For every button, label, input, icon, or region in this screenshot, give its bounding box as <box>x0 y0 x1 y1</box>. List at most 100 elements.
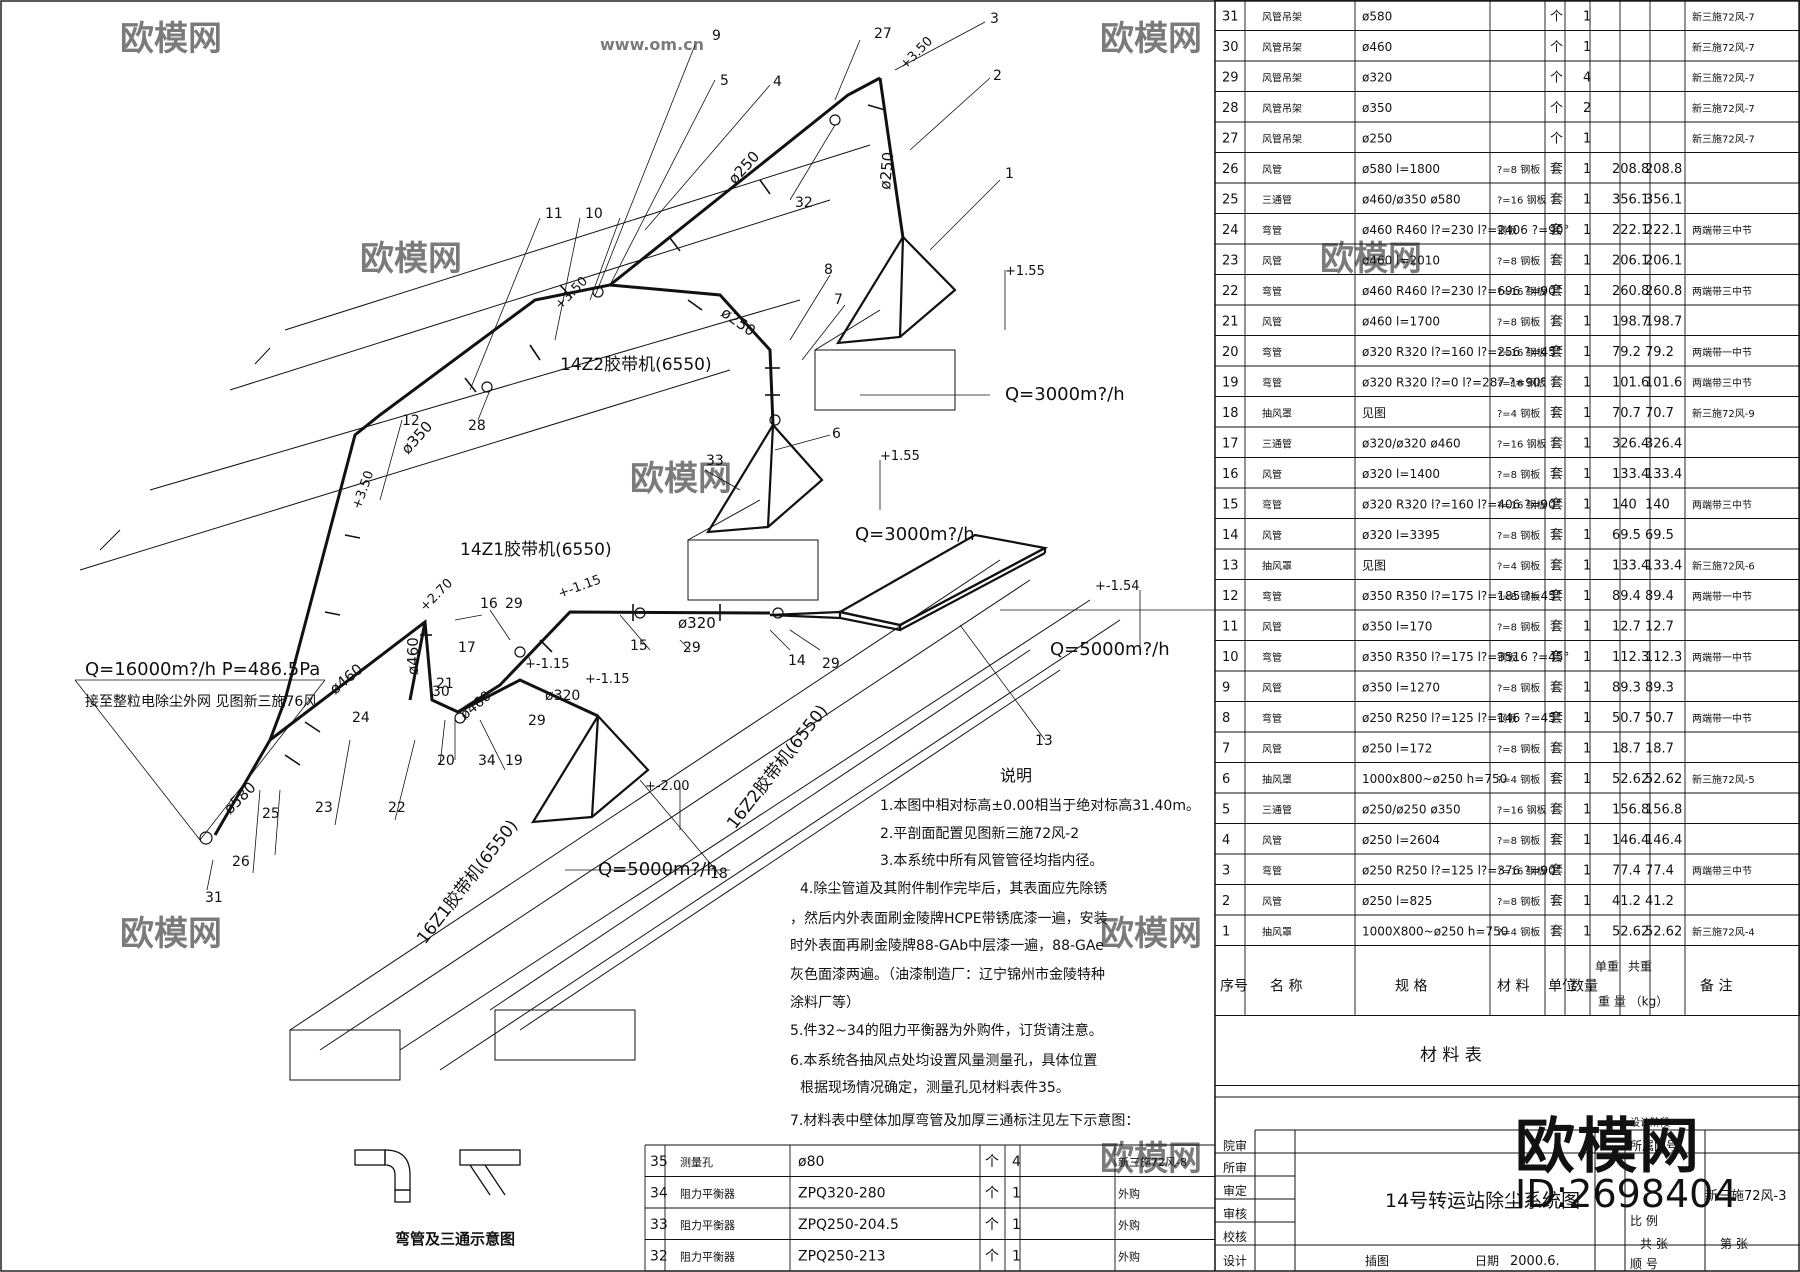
material-cell-w1: 198.7 <box>1612 314 1649 329</box>
material-cell-no: 13 <box>1222 558 1239 573</box>
hood-1 <box>835 235 957 345</box>
material-cell-name: 弯管 <box>1262 285 1282 298</box>
material-cell-unit: 套 <box>1550 405 1563 421</box>
diameter-320: ø320 <box>678 614 716 632</box>
callout-11: 11 <box>545 206 563 222</box>
callout-15: 15 <box>630 638 648 654</box>
material-cell-name: 风管 <box>1262 254 1282 267</box>
material-cell-remark: 两端带一中节 <box>1692 651 1752 664</box>
hood-6 <box>705 423 824 534</box>
material-cell-qty: 1 <box>1583 192 1591 207</box>
material-cell-qty: 1 <box>1583 802 1591 817</box>
material-cell-material: ?=16 钢板 <box>1497 285 1547 298</box>
material-cell-spec: ø350 R350 l?=175 l?=185 ?=45° <box>1362 589 1562 603</box>
material-cell-w1: 41.2 <box>1612 894 1641 909</box>
material-cell-material: ?=8 钢板 <box>1497 681 1540 694</box>
header-material: 材 料 <box>1497 979 1529 995</box>
title-block-text: 院审 所审 审定 审核 校核 设计 插图 日期 2000.6. 所属图号 新三施… <box>1223 1116 1787 1271</box>
material-cell-material: 钢板 <box>1497 651 1517 664</box>
material-cell-w1: 140 <box>1612 497 1637 512</box>
conveyor-14z2 <box>229 144 871 391</box>
material-cell-material: ?=16 钢板 <box>1497 803 1547 816</box>
hood-18 <box>530 714 650 824</box>
callout-29-c: 29 <box>822 656 840 672</box>
material-cell-no: 29 <box>1222 70 1239 85</box>
material-cell-unit: 套 <box>1550 313 1563 329</box>
material-cell-name: 弯管 <box>1262 864 1282 877</box>
material-cell-qty: 1 <box>1583 253 1591 268</box>
lower-cell-remark: 新三施72风-8 <box>1118 1155 1187 1169</box>
material-cell-spec: ø320/ø320 ø460 <box>1362 436 1461 450</box>
header-spec: 规 格 <box>1395 979 1427 995</box>
material-cell-no: 2 <box>1222 894 1230 909</box>
material-cell-w2: 52.62 <box>1645 924 1682 939</box>
material-cell-w2: 69.5 <box>1645 528 1674 543</box>
material-cell-qty: 1 <box>1583 223 1591 238</box>
material-cell-unit: 套 <box>1550 832 1563 848</box>
callout-31: 31 <box>205 890 223 906</box>
callout-23: 23 <box>315 800 333 816</box>
material-cell-name: 风管 <box>1262 468 1282 481</box>
material-cell-w1: 89.3 <box>1612 680 1641 695</box>
material-cell-qty: 1 <box>1583 314 1591 329</box>
material-cell-unit: 套 <box>1550 222 1563 238</box>
elevation-115-b: +-1.15 <box>525 657 570 672</box>
date-value: 2000.6. <box>1510 1254 1560 1269</box>
material-cell-qty: 1 <box>1583 131 1591 146</box>
lower-cell-spec: ø80 <box>798 1154 824 1170</box>
lower-cell-name: 阻力平衡器 <box>680 1188 735 1201</box>
material-cell-qty: 1 <box>1583 284 1591 299</box>
material-cell-name: 弯管 <box>1262 651 1282 664</box>
material-cell-material: ?=8 钢板 <box>1497 468 1540 481</box>
isometric-diagram <box>74 21 1220 1081</box>
material-cell-w1: 52.62 <box>1612 772 1649 787</box>
material-cell-w2: 356.1 <box>1645 192 1682 207</box>
q-3000-a: Q=3000m?/h <box>1005 384 1125 405</box>
material-cell-material: ?=8 钢板 <box>1497 254 1540 267</box>
elevation-200: +-2.00 <box>645 779 690 794</box>
material-cell-no: 17 <box>1222 436 1239 451</box>
hood-13 <box>769 533 1049 632</box>
drawing-no-label: 所属图号 <box>1630 1139 1678 1153</box>
diameter-320-b: ø320 <box>545 688 580 704</box>
material-cell-name: 弯管 <box>1262 346 1282 359</box>
conveyor-16z1-label: 16Z1胶带机(6550) <box>413 816 522 948</box>
material-cell-no: 12 <box>1222 589 1239 604</box>
material-cell-name: 风管 <box>1262 742 1282 755</box>
material-cell-spec: ø250 l=825 <box>1362 894 1432 908</box>
material-cell-no: 15 <box>1222 497 1239 512</box>
material-cell-qty: 1 <box>1583 650 1591 665</box>
lower-cell-name: 阻力平衡器 <box>680 1251 735 1264</box>
material-cell-unit: 套 <box>1550 649 1563 665</box>
diameter-460-a: ø460 <box>326 660 367 698</box>
material-cell-spec: ø350 l=170 <box>1362 619 1432 633</box>
material-cell-remark: 新三施72风-5 <box>1692 773 1755 786</box>
lower-cell-no: 35 <box>650 1154 668 1170</box>
material-cell-qty: 1 <box>1583 863 1591 878</box>
material-cell-no: 6 <box>1222 772 1230 787</box>
scale-row-label: 比 例 <box>1630 1214 1658 1228</box>
elevation-155-b: +1.55 <box>880 449 920 464</box>
lower-cell-remark: 外购 <box>1118 1187 1140 1201</box>
elevation-154: +-1.54 <box>1095 579 1140 594</box>
material-cell-w2: 222.1 <box>1645 223 1682 238</box>
lower-cell-unit: 个 <box>985 1217 999 1233</box>
material-cell-name: 风管吊架 <box>1262 132 1302 145</box>
callout-5: 5 <box>720 73 729 89</box>
material-cell-spec: ø580 l=1800 <box>1362 162 1440 176</box>
material-cell-name: 风管 <box>1262 834 1282 847</box>
material-cell-qty: 1 <box>1583 680 1591 695</box>
material-cell-material: ?=4 钢板 <box>1497 559 1540 572</box>
q-5000-b: Q=5000m?/h <box>598 859 718 880</box>
elevation-115-a: +-1.15 <box>556 572 603 601</box>
approval-4: 校核 <box>1223 1229 1247 1244</box>
material-cell-material: ?=8 钢板 <box>1497 163 1540 176</box>
material-cell-name: 抽风罩 <box>1262 407 1292 420</box>
watermark-url: www.om.cn <box>600 35 704 54</box>
callout-9: 9 <box>712 28 721 44</box>
material-cell-no: 16 <box>1222 467 1239 482</box>
material-cell-material: ?=16 钢板 <box>1497 864 1547 877</box>
material-cell-qty: 2 <box>1583 101 1591 116</box>
material-cell-remark: 两端带三中节 <box>1692 864 1752 877</box>
